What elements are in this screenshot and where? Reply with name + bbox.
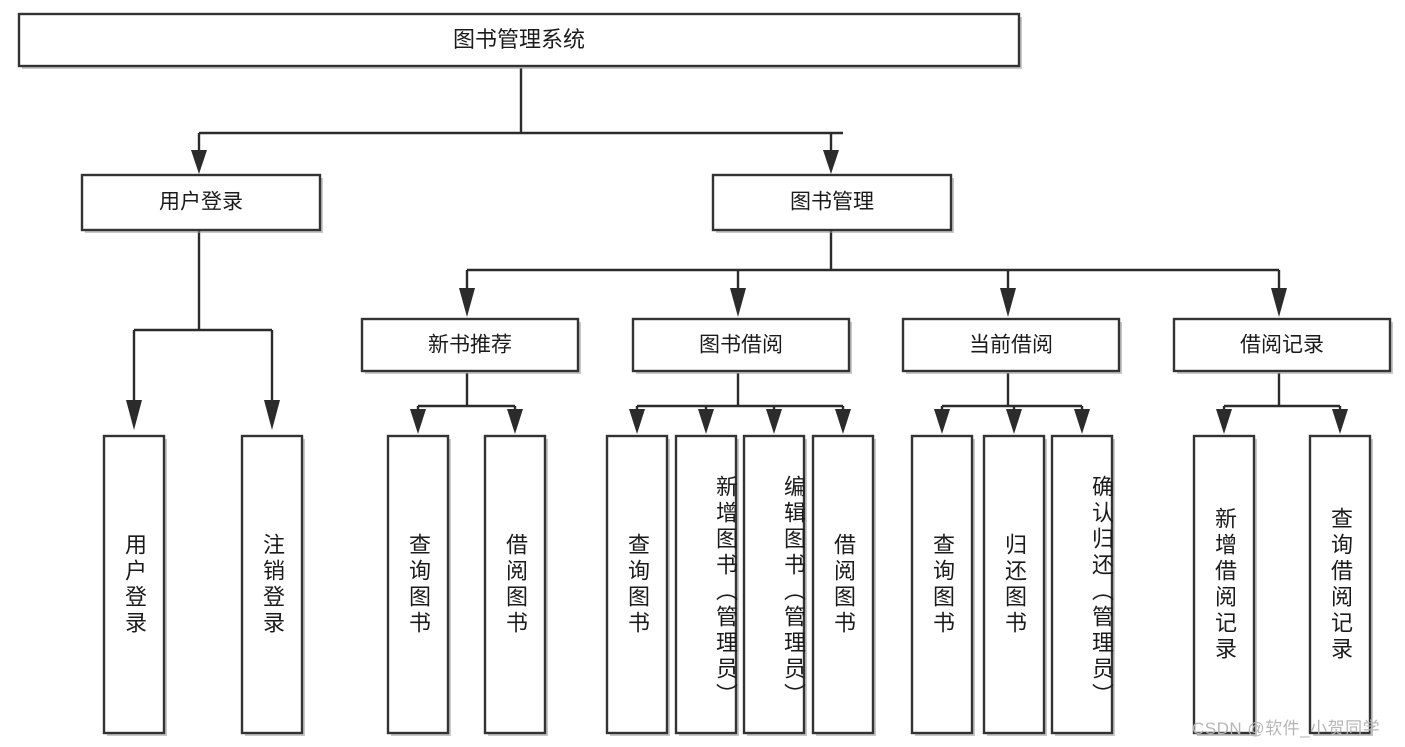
leaf-borrow-record-2-box[interactable] xyxy=(1308,434,1372,735)
node-new-book-label: 新书推荐 xyxy=(428,334,512,357)
arrow-leaf-currentborrow-2 xyxy=(1006,409,1022,434)
leaf-current-borrow-1-box[interactable] xyxy=(910,434,974,735)
root-node-box[interactable] xyxy=(17,12,1021,68)
arrow-leaf-currentborrow-1 xyxy=(934,409,950,434)
arrow-to-borrow-record xyxy=(1271,288,1287,317)
arrow-leaf-bookborrow-2 xyxy=(698,409,714,434)
leaf-current-borrow-2-box[interactable] xyxy=(982,434,1046,735)
node-user-login-box[interactable] xyxy=(80,173,322,232)
leaf-book-borrow-2-box[interactable] xyxy=(674,434,738,735)
leaf-user-login-2-box[interactable] xyxy=(240,434,304,735)
node-current-borrow-box[interactable] xyxy=(901,317,1121,373)
leaf-borrow-record-1-box[interactable] xyxy=(1192,434,1256,735)
node-borrow-record-box[interactable] xyxy=(1172,317,1392,373)
arrow-leaf-newbook-1 xyxy=(410,409,426,434)
arrow-leaf-borrowrecord-1 xyxy=(1216,409,1232,434)
leaf-user-login-1-box[interactable] xyxy=(102,434,166,735)
leaf-current-borrow-3-box[interactable] xyxy=(1050,434,1114,735)
arrow-leaf-bookborrow-4 xyxy=(835,409,851,434)
arrow-to-new-book xyxy=(459,288,475,317)
arrow-leaf-borrowrecord-2 xyxy=(1332,409,1348,434)
arrow-to-book-borrow xyxy=(730,288,746,317)
node-book-management-box[interactable] xyxy=(711,173,953,232)
box-layer: 图书管理系统 用户登录 图书管理 新书推荐 图书借阅 当前借阅 借阅记录 xyxy=(17,12,1393,736)
node-user-login-label: 用户登录 xyxy=(159,191,243,214)
node-book-management-label: 图书管理 xyxy=(790,191,874,214)
root-node-label: 图书管理系统 xyxy=(453,27,585,52)
arrow-leaf-bookborrow-1 xyxy=(629,409,645,434)
node-new-book-box[interactable] xyxy=(360,317,580,373)
leaf-new-book-2-box[interactable] xyxy=(483,434,547,735)
node-current-borrow-label: 当前借阅 xyxy=(969,334,1053,357)
arrow-leaf-user-login-2 xyxy=(264,400,280,430)
leaf-new-book-1-box[interactable] xyxy=(386,434,450,735)
leaf-book-borrow-3-box[interactable] xyxy=(742,434,806,735)
node-borrow-record-label: 借阅记录 xyxy=(1240,334,1324,357)
connector-layer xyxy=(126,68,1348,434)
leaf-book-borrow-1-box[interactable] xyxy=(605,434,669,735)
arrow-to-book-management xyxy=(823,150,839,174)
arrow-leaf-user-login-1 xyxy=(126,400,142,430)
node-book-borrow-box[interactable] xyxy=(631,317,851,373)
node-book-borrow-label: 图书借阅 xyxy=(699,334,783,357)
leaf-book-borrow-4-box[interactable] xyxy=(811,434,875,735)
arrow-leaf-newbook-2 xyxy=(507,409,523,434)
arrow-leaf-currentborrow-3 xyxy=(1074,409,1090,434)
csdn-watermark: CSDN @软件_小贺同学 xyxy=(1192,719,1381,738)
arrow-to-user-login xyxy=(191,150,207,174)
arrow-leaf-bookborrow-3 xyxy=(766,409,782,434)
arrow-to-current-borrow xyxy=(1000,288,1016,317)
